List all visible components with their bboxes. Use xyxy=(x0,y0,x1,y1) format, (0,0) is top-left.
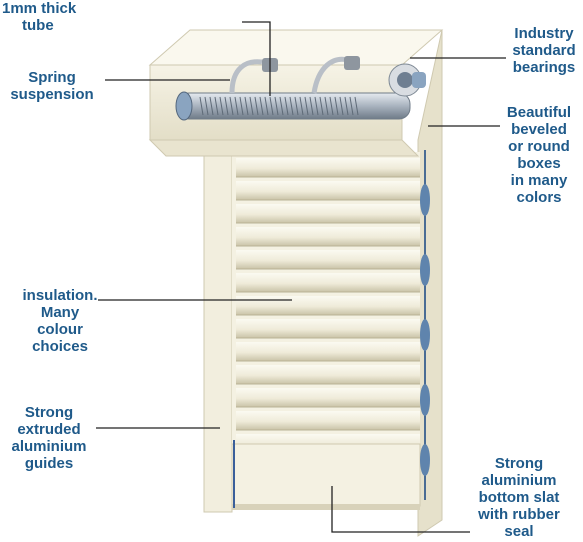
slat xyxy=(236,204,420,223)
spring-coil-turn xyxy=(199,96,204,116)
slat xyxy=(236,250,420,269)
spring-coil-turn xyxy=(339,96,344,116)
left-guide-rail xyxy=(203,149,233,513)
slat xyxy=(236,273,420,292)
spring-coil-turn xyxy=(354,96,359,116)
label-insulation: insulation. Many colour choices xyxy=(22,287,98,355)
slat xyxy=(236,411,420,430)
slat xyxy=(236,342,420,361)
spring-coil-turn xyxy=(319,96,324,116)
spring-hook-left xyxy=(229,59,263,94)
leader-bottom-slat xyxy=(331,486,470,533)
rail-roller xyxy=(420,184,430,216)
label-spring-suspension: Spring suspension xyxy=(10,69,94,103)
spring-coil-turn xyxy=(254,96,259,116)
rail-roller xyxy=(420,384,430,416)
spring-coil-turn xyxy=(259,96,264,116)
label-boxes: Beautiful beveled or round boxes in many… xyxy=(506,104,572,206)
spring-coil-turn xyxy=(244,96,249,116)
rail-roller xyxy=(420,254,430,286)
leader-tube xyxy=(242,21,271,96)
spring-coil-turn xyxy=(229,96,234,116)
spring-coil-turn xyxy=(304,96,309,116)
bottom-seal xyxy=(232,504,420,510)
label-tube: 1mm thick tube xyxy=(2,0,77,34)
rail-roller xyxy=(420,444,430,476)
label-bearings: Industry standard bearings xyxy=(512,25,576,76)
spring-coil-turn xyxy=(204,96,209,116)
spring-coil-turn xyxy=(224,96,229,116)
slat xyxy=(236,319,420,338)
spring-coil-turn xyxy=(314,96,319,116)
box-top-face xyxy=(148,29,444,66)
bearing-column xyxy=(420,150,430,500)
box-bevel xyxy=(148,139,420,157)
tube-end-left xyxy=(175,91,193,121)
spring-coil-turn xyxy=(274,96,279,116)
bearing-shaft xyxy=(412,72,426,88)
spring-coil-turn xyxy=(299,96,304,116)
tube xyxy=(177,92,411,120)
spring-coil-turn xyxy=(214,96,219,116)
spring-coil-turn xyxy=(269,96,274,116)
spring-coil xyxy=(199,96,359,116)
label-guides: Strong extruded aluminium guides xyxy=(11,404,87,472)
slat xyxy=(236,296,420,315)
bearing-core xyxy=(397,72,413,88)
spring-coil-turn xyxy=(239,96,244,116)
spring-coil-turn xyxy=(349,96,354,116)
slat xyxy=(236,181,420,200)
bottom-slat xyxy=(231,443,421,507)
spring-coil-turn xyxy=(249,96,254,116)
spring-coil-turn xyxy=(284,96,289,116)
spring-coil-turn xyxy=(309,96,314,116)
spring-clip-right xyxy=(344,56,360,70)
spring-coil-turn xyxy=(234,96,239,116)
slat xyxy=(236,365,420,384)
slat xyxy=(236,227,420,246)
spring-coil-turn xyxy=(344,96,349,116)
slat xyxy=(236,388,420,407)
label-bottom-slat: Strong aluminium bottom slat with rubber… xyxy=(478,455,560,540)
spring-coil-turn xyxy=(209,96,214,116)
rail-roller xyxy=(420,319,430,351)
spring-coil-turn xyxy=(324,96,329,116)
slats-group xyxy=(236,158,420,454)
spring-coil-turn xyxy=(334,96,339,116)
spring-coil-turn xyxy=(289,96,294,116)
spring-coil-turn xyxy=(264,96,269,116)
spring-coil-turn xyxy=(329,96,334,116)
spring-coil-turn xyxy=(294,96,299,116)
spring-coil-turn xyxy=(219,96,224,116)
slat xyxy=(236,158,420,177)
spring-coil-turn xyxy=(279,96,284,116)
